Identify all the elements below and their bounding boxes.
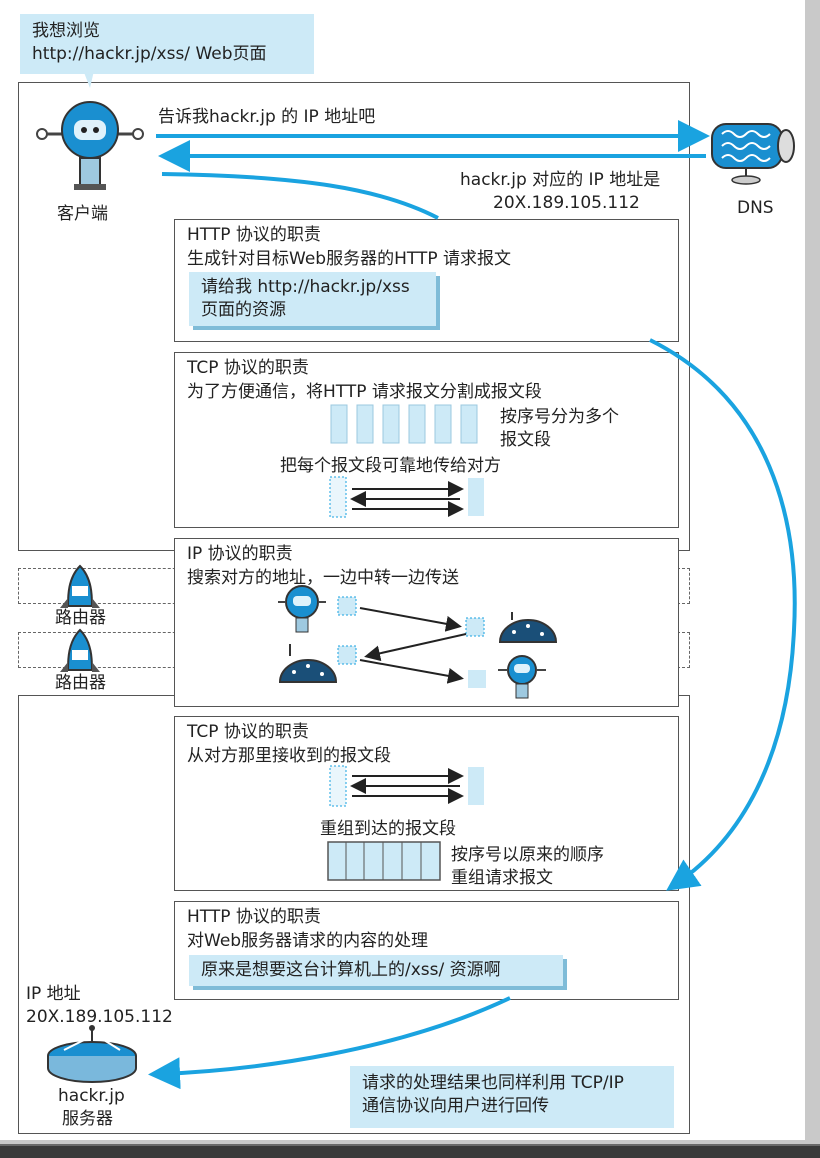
dns-server-icon bbox=[711, 123, 795, 185]
ip-sender-robot-icon bbox=[278, 585, 326, 633]
router-icon-2 bbox=[60, 628, 100, 672]
diagram-page: 我想浏览 http://hackr.jp/xss/ Web页面 客户端 告诉我h… bbox=[0, 0, 805, 1140]
http-server-note-text: 原来是想要这台计算机上的/xss/ 资源啊 bbox=[201, 960, 501, 980]
http-server-title: HTTP 协议的职责 bbox=[187, 907, 321, 927]
http-client-note-line-1: 请给我 http://hackr.jp/xss bbox=[201, 277, 410, 297]
diagram-graphics bbox=[36, 62, 797, 1090]
http-client-title: HTTP 协议的职责 bbox=[187, 225, 321, 245]
client-robot-icon bbox=[36, 101, 144, 190]
http-server-desc: 对Web服务器请求的内容的处理 bbox=[187, 931, 429, 951]
bubble-tail bbox=[80, 62, 96, 88]
dns-reply-line-2: 20X.189.105.112 bbox=[493, 193, 640, 213]
bottom-toolbar bbox=[0, 1144, 820, 1158]
response-note: 请求的处理结果也同样利用 TCP/IP 通信协议向用户进行回传 bbox=[350, 1066, 674, 1128]
browse-request-bubble: 我想浏览 http://hackr.jp/xss/ Web页面 bbox=[20, 14, 314, 74]
server-ip-label: IP 地址 bbox=[26, 984, 81, 1004]
dns-query-text: 告诉我hackr.jp 的 IP 地址吧 bbox=[158, 107, 376, 127]
dns-label: DNS bbox=[737, 198, 774, 218]
segment-strip-client bbox=[330, 404, 478, 444]
receive-arrows bbox=[329, 765, 484, 807]
http-client-note-line-2: 页面的资源 bbox=[201, 300, 286, 320]
server-icon bbox=[47, 1025, 137, 1083]
response-line-2: 通信协议向用户进行回传 bbox=[362, 1096, 549, 1116]
client-label: 客户端 bbox=[57, 204, 108, 224]
reliable-transfer-arrows bbox=[329, 476, 484, 518]
segment-note-line-1: 按序号分为多个 bbox=[500, 407, 619, 427]
router-label-2: 路由器 bbox=[55, 673, 106, 693]
tcp-client-title: TCP 协议的职责 bbox=[187, 358, 309, 378]
http-client-desc: 生成针对目标Web服务器的HTTP 请求报文 bbox=[187, 249, 511, 269]
ip-box bbox=[174, 538, 679, 707]
ip-desc: 搜索对方的地址，一边中转一边传送 bbox=[187, 568, 459, 588]
tcp-server-desc: 从对方那里接收到的报文段 bbox=[187, 746, 391, 766]
tcp-server-title: TCP 协议的职责 bbox=[187, 722, 309, 742]
ip-title: IP 协议的职责 bbox=[187, 544, 293, 564]
server-ip-value: 20X.189.105.112 bbox=[26, 1007, 173, 1027]
dns-reply-line-1: hackr.jp 对应的 IP 地址是 bbox=[460, 170, 661, 190]
http-server-note: 原来是想要这台计算机上的/xss/ 资源啊 bbox=[189, 955, 563, 986]
segment-note-line-2: 报文段 bbox=[500, 430, 551, 450]
tcp-client-desc: 为了方便通信，将HTTP 请求报文分割成报文段 bbox=[187, 382, 542, 402]
ip-hop-robot-1-icon bbox=[498, 612, 558, 643]
client-to-http-curve bbox=[161, 172, 439, 220]
server-name: hackr.jp bbox=[58, 1086, 125, 1106]
reassembled-segments bbox=[327, 841, 441, 881]
response-arrow bbox=[148, 996, 511, 1090]
order-note-line-1: 按序号以原来的顺序 bbox=[451, 845, 604, 865]
reliable-delivery-text: 把每个报文段可靠地传给对方 bbox=[280, 456, 501, 476]
server-role: 服务器 bbox=[62, 1109, 113, 1129]
ip-hop-robot-2-icon bbox=[278, 644, 338, 683]
bubble-line-1: 我想浏览 bbox=[32, 21, 100, 41]
order-note-line-2: 重组请求报文 bbox=[451, 868, 553, 888]
route-arc-arrow bbox=[649, 338, 797, 891]
reassemble-text: 重组到达的报文段 bbox=[320, 819, 456, 839]
ip-route-arrows bbox=[337, 596, 486, 688]
http-client-note: 请给我 http://hackr.jp/xss 页面的资源 bbox=[189, 272, 436, 326]
response-line-1: 请求的处理结果也同样利用 TCP/IP bbox=[362, 1073, 624, 1093]
router-label-1: 路由器 bbox=[55, 608, 106, 628]
router-icon-1 bbox=[60, 564, 100, 608]
bubble-line-2: http://hackr.jp/xss/ Web页面 bbox=[32, 44, 267, 64]
ip-receiver-robot-icon bbox=[498, 655, 546, 699]
